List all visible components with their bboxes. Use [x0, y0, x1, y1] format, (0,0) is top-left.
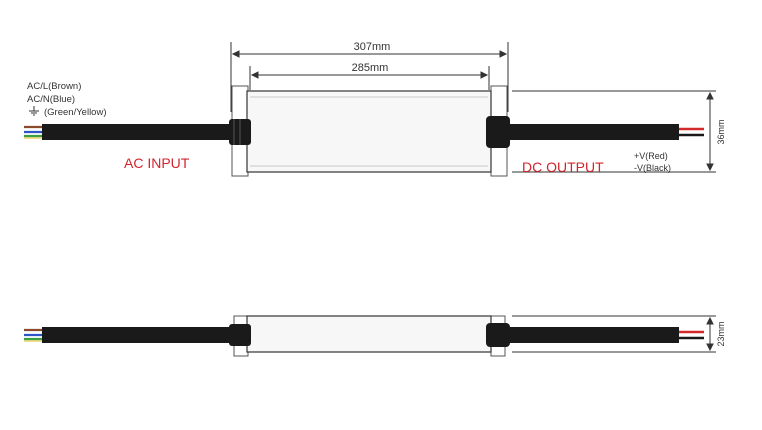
input-wire-ends-top — [24, 125, 42, 139]
housing-body-top — [246, 90, 492, 173]
output-wire-ends-top — [679, 127, 704, 137]
input-cable-side — [42, 327, 232, 343]
input-cable-gland-side — [229, 324, 251, 346]
input-wire-ends-side — [24, 328, 42, 342]
height-label: 36mm — [716, 119, 726, 144]
wire-label-positive: +V(Red) — [634, 151, 668, 161]
input-cable-gland-top — [229, 119, 251, 145]
dimension-overall-length — [230, 42, 509, 112]
dimension-height — [512, 90, 716, 173]
output-cable-top — [509, 124, 679, 140]
ground-symbol-icon — [29, 106, 39, 116]
input-cable-top — [42, 124, 232, 140]
output-cable-gland-side — [486, 323, 510, 347]
thickness-label: 23mm — [716, 321, 726, 346]
wire-label-negative: -V(Black) — [634, 163, 671, 173]
output-cable-gland-top — [486, 116, 510, 148]
dimension-thickness — [512, 315, 716, 353]
side-view: 23mm — [24, 315, 726, 357]
top-view: 307mm 285mm — [24, 41, 726, 177]
ac-input-label: AC INPUT — [124, 155, 190, 171]
dc-output-label: DC OUTPUT — [522, 159, 604, 175]
output-wire-ends-side — [679, 330, 704, 340]
wire-label-live: AC/L(Brown) — [27, 81, 81, 92]
body-length-label: 285mm — [352, 62, 389, 74]
wire-label-ground: (Green/Yellow) — [44, 107, 106, 118]
wire-label-neutral: AC/N(Blue) — [27, 94, 75, 105]
overall-length-label: 307mm — [354, 41, 391, 53]
dimension-body-length — [249, 66, 490, 90]
housing-body-side — [246, 315, 492, 353]
output-cable-side — [509, 327, 679, 343]
